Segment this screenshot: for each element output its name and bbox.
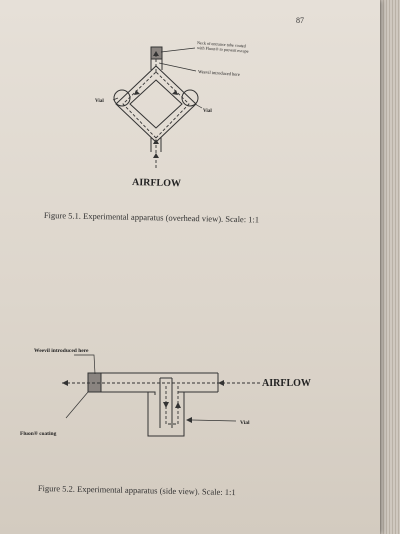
annotation-neck-line1: Neck of entrance tube coated xyxy=(197,40,247,48)
weevil-introduced-label: Weevil introduced here xyxy=(34,348,89,354)
vial-side-label: Vial xyxy=(240,420,250,426)
annotation-neck-line2: with Fluon® to prevent escape xyxy=(197,45,249,54)
vial-right-circle xyxy=(181,89,199,107)
page-number: 87 xyxy=(296,16,304,25)
annotation-weevil-introduced: Weevil introduced here xyxy=(198,69,240,77)
figure-5-1-diagram: Neck of entrance tube coated with Fluon®… xyxy=(20,40,311,437)
figure-5-2-airflow-label: AIRFLOW xyxy=(262,378,311,389)
vial-right-label: Vial xyxy=(203,109,212,114)
fluon-coating-label: Fluon® coating xyxy=(20,430,57,437)
book-page: 87 xyxy=(0,0,380,534)
vial-side xyxy=(147,392,185,437)
fluon-coating-box xyxy=(87,372,102,393)
vial-left-label: Vial xyxy=(95,99,104,104)
vial-left-circle xyxy=(113,89,131,107)
tube-inner xyxy=(129,79,183,129)
figure-5-1-airflow-label: AIRFLOW xyxy=(132,177,181,189)
